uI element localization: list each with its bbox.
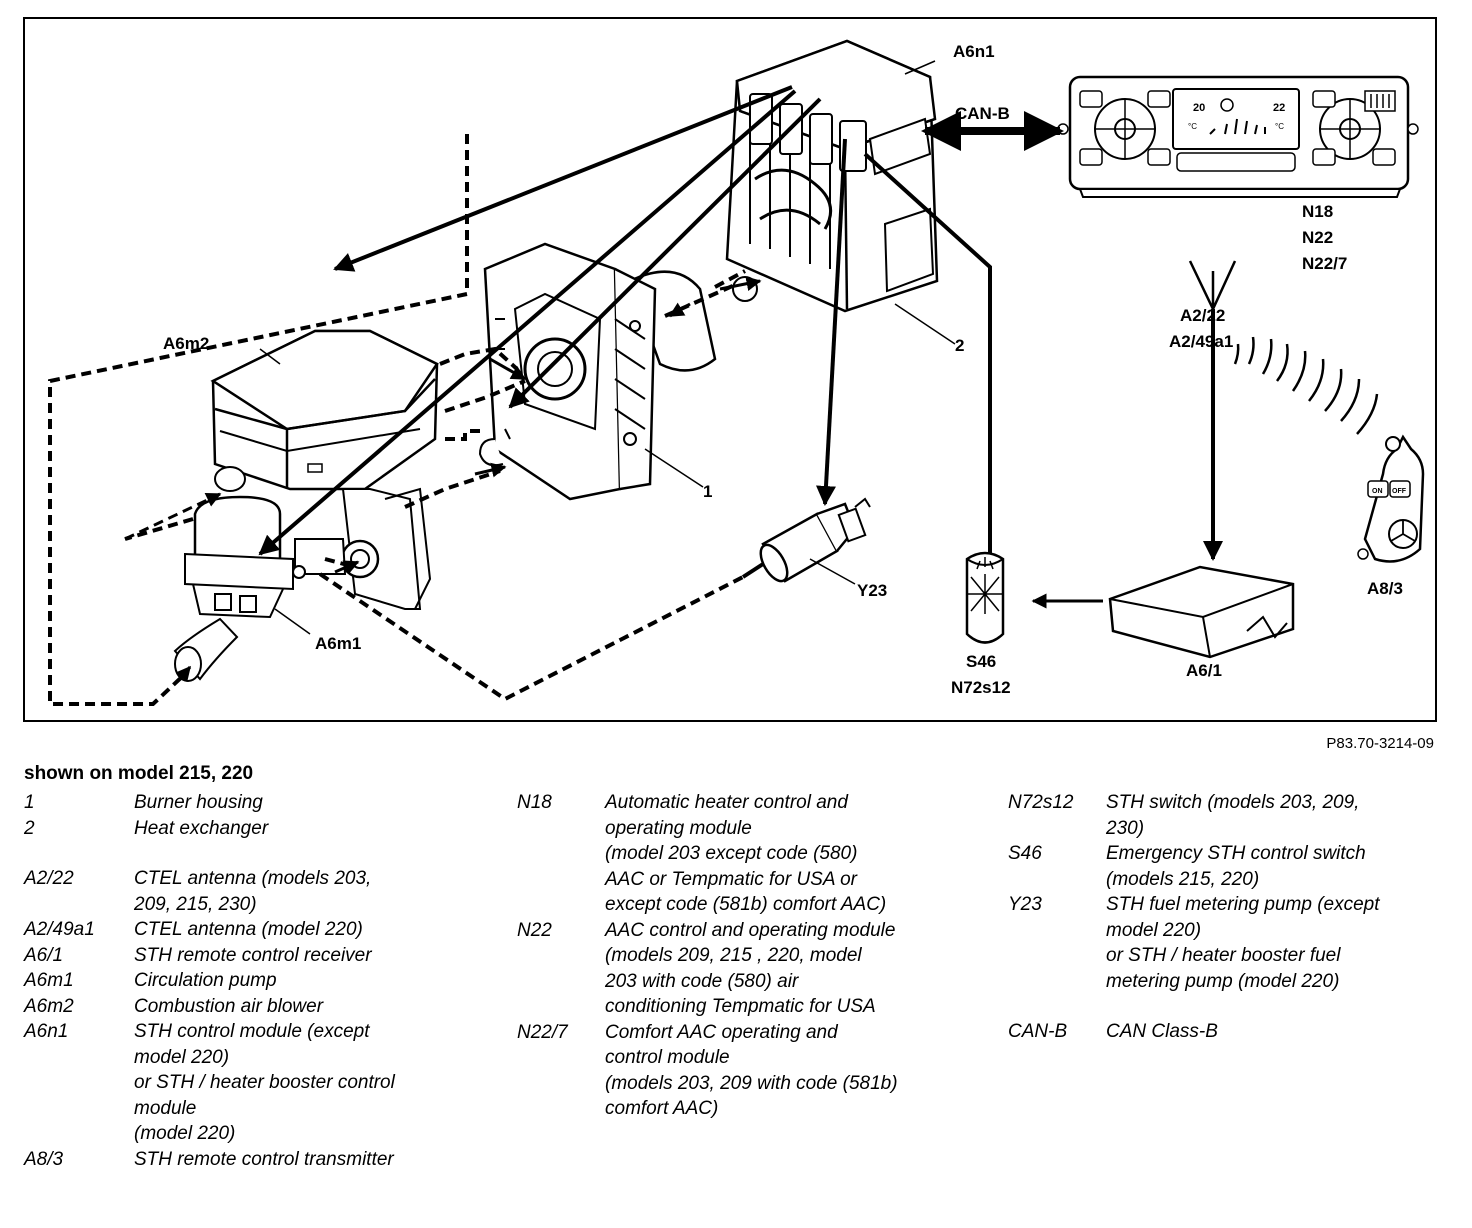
legend-code: N22 (517, 919, 552, 941)
legend-description: CAN Class-B (1106, 1021, 1218, 1042)
legend-entry: A6m2 Combustion air blower (24, 994, 484, 1020)
legend-code: N22/7 (517, 1021, 568, 1043)
legend-entry: N72s12 STH switch (models 203, 209, 230) (1008, 790, 1448, 841)
figure-reference-code: P83.70-3214-09 (1326, 735, 1434, 752)
legend-description: STH remote control receiver (134, 944, 372, 966)
label-A6m2: A6m2 (163, 334, 209, 353)
legend-entry: A6m1 Circulation pump (24, 968, 484, 994)
legend-description: AAC control and operating module (models… (605, 919, 896, 1018)
label-1: 1 (703, 482, 712, 501)
label-A2-22: A2/22 (1180, 306, 1225, 325)
legend-spacer (24, 841, 484, 866)
label-can-b: CAN-B (955, 104, 1010, 123)
legend-description: CTEL antenna (models 203, 209, 215, 230) (134, 868, 372, 915)
remote-on-label: ON (1372, 488, 1383, 495)
label-Y23: Y23 (857, 581, 887, 600)
legend-code: CAN-B (1008, 1021, 1068, 1042)
legend-entry: N18 Automatic heater control and operatin… (517, 790, 987, 918)
legend-code: A6m1 (24, 970, 74, 991)
legend-description: Emergency STH control switch (models 215… (1106, 843, 1366, 890)
remote-off-label: OFF (1392, 488, 1407, 495)
burner-housing-drawing (478, 242, 717, 501)
legend-entry: N22 AAC control and operating module (mod… (517, 918, 987, 1020)
climate-control-panel-drawing: 20 22 °C °C (1057, 75, 1419, 198)
label-S46: S46 (966, 652, 996, 671)
label-A8-3: A8/3 (1367, 579, 1403, 598)
heat-exchanger-drawing (725, 39, 939, 313)
label-A6m1: A6m1 (315, 634, 361, 653)
blower-pump-drawing (173, 329, 439, 682)
legend-entry: N22/7 Comfort AAC operating and control m… (517, 1020, 987, 1122)
legend-description: Burner housing (134, 792, 263, 813)
legend-code: A6m2 (24, 995, 74, 1017)
legend-description: STH remote control transmitter (134, 1148, 394, 1170)
fuel-metering-pump-drawing (741, 497, 871, 583)
legend-entry: A6/1 STH remote control receiver (24, 943, 484, 969)
legend-description: Circulation pump (134, 970, 277, 991)
label-N72s12: N72s12 (951, 678, 1011, 697)
connection-lines (258, 85, 1223, 609)
legend-description: Comfort AAC operating and control module… (605, 1021, 898, 1120)
legend-code: N72s12 (1008, 792, 1074, 813)
legend-description: STH control module (except model 220) or… (134, 1021, 395, 1144)
legend-code: A2/49a1 (24, 919, 95, 940)
diagram-labels: A6n1 CAN-B N18 N22 N22/7 A2/22 A2/49a1 A… (163, 42, 1403, 697)
legend-code: S46 (1008, 843, 1042, 864)
legend-entry: A2/22 CTEL antenna (models 203, 209, 215,… (24, 866, 484, 917)
legend-entry: 2 Heat exchanger (24, 816, 484, 842)
label-A6n1: A6n1 (953, 42, 995, 61)
legend-description: STH fuel metering pump (except model 220… (1106, 894, 1380, 992)
legend-code: A2/22 (24, 868, 74, 889)
diagram-frame: 20 22 °C °C (23, 17, 1437, 722)
leader-lines (259, 60, 956, 635)
legend-code: Y23 (1008, 894, 1042, 915)
panel-temp-left: 20 (1193, 102, 1205, 114)
legend-entry: Y23 STH fuel metering pump (except model … (1008, 892, 1448, 994)
legend-entry: A2/49a1 CTEL antenna (model 220) (24, 917, 484, 943)
legend-code: 2 (24, 817, 35, 839)
legend-description: STH switch (models 203, 209, 230) (1106, 792, 1360, 839)
flow-arrowheads (124, 276, 762, 683)
legend-description: Combustion air blower (134, 995, 324, 1017)
legend-code: A6/1 (24, 944, 64, 966)
legend-entry: A6n1 STH control module (except model 220… (24, 1019, 484, 1147)
label-N22: N22 (1302, 228, 1333, 247)
legend-column-2: N18 Automatic heater control and operatin… (517, 790, 987, 1122)
heater-system-diagram: 20 22 °C °C (48, 39, 1425, 706)
legend-code: A8/3 (24, 1148, 64, 1170)
remote-transmitter-drawing: ON OFF (1357, 434, 1425, 563)
panel-unit-right: °C (1275, 122, 1284, 131)
label-N18: N18 (1302, 202, 1333, 221)
label-2: 2 (955, 336, 964, 355)
legend-description: Heat exchanger (134, 817, 269, 839)
panel-temp-right: 22 (1273, 102, 1285, 114)
remote-receiver-drawing (1108, 565, 1295, 659)
legend-description: CTEL antenna (model 220) (134, 919, 363, 940)
figure-caption: shown on model 215, 220 (24, 763, 254, 784)
legend-entry: CAN-B CAN Class-B (1008, 1019, 1448, 1045)
sth-switch-drawing (965, 551, 1005, 644)
label-N22-7: N22/7 (1302, 254, 1347, 273)
label-A2-49a1: A2/49a1 (1169, 332, 1233, 351)
legend-spacer (1008, 994, 1448, 1019)
label-A6-1: A6/1 (1186, 661, 1222, 680)
legend-code: N18 (517, 792, 552, 813)
legend-code: 1 (24, 792, 35, 813)
legend-entry: S46 Emergency STH control switch (models … (1008, 841, 1448, 892)
legend-description: Automatic heater control and operating m… (605, 792, 887, 915)
legend-entry: 1 Burner housing (24, 790, 484, 816)
legend-code: A6n1 (24, 1021, 69, 1042)
legend-entry: A8/3 STH remote control transmitter (24, 1147, 484, 1173)
panel-unit-left: °C (1188, 122, 1197, 131)
